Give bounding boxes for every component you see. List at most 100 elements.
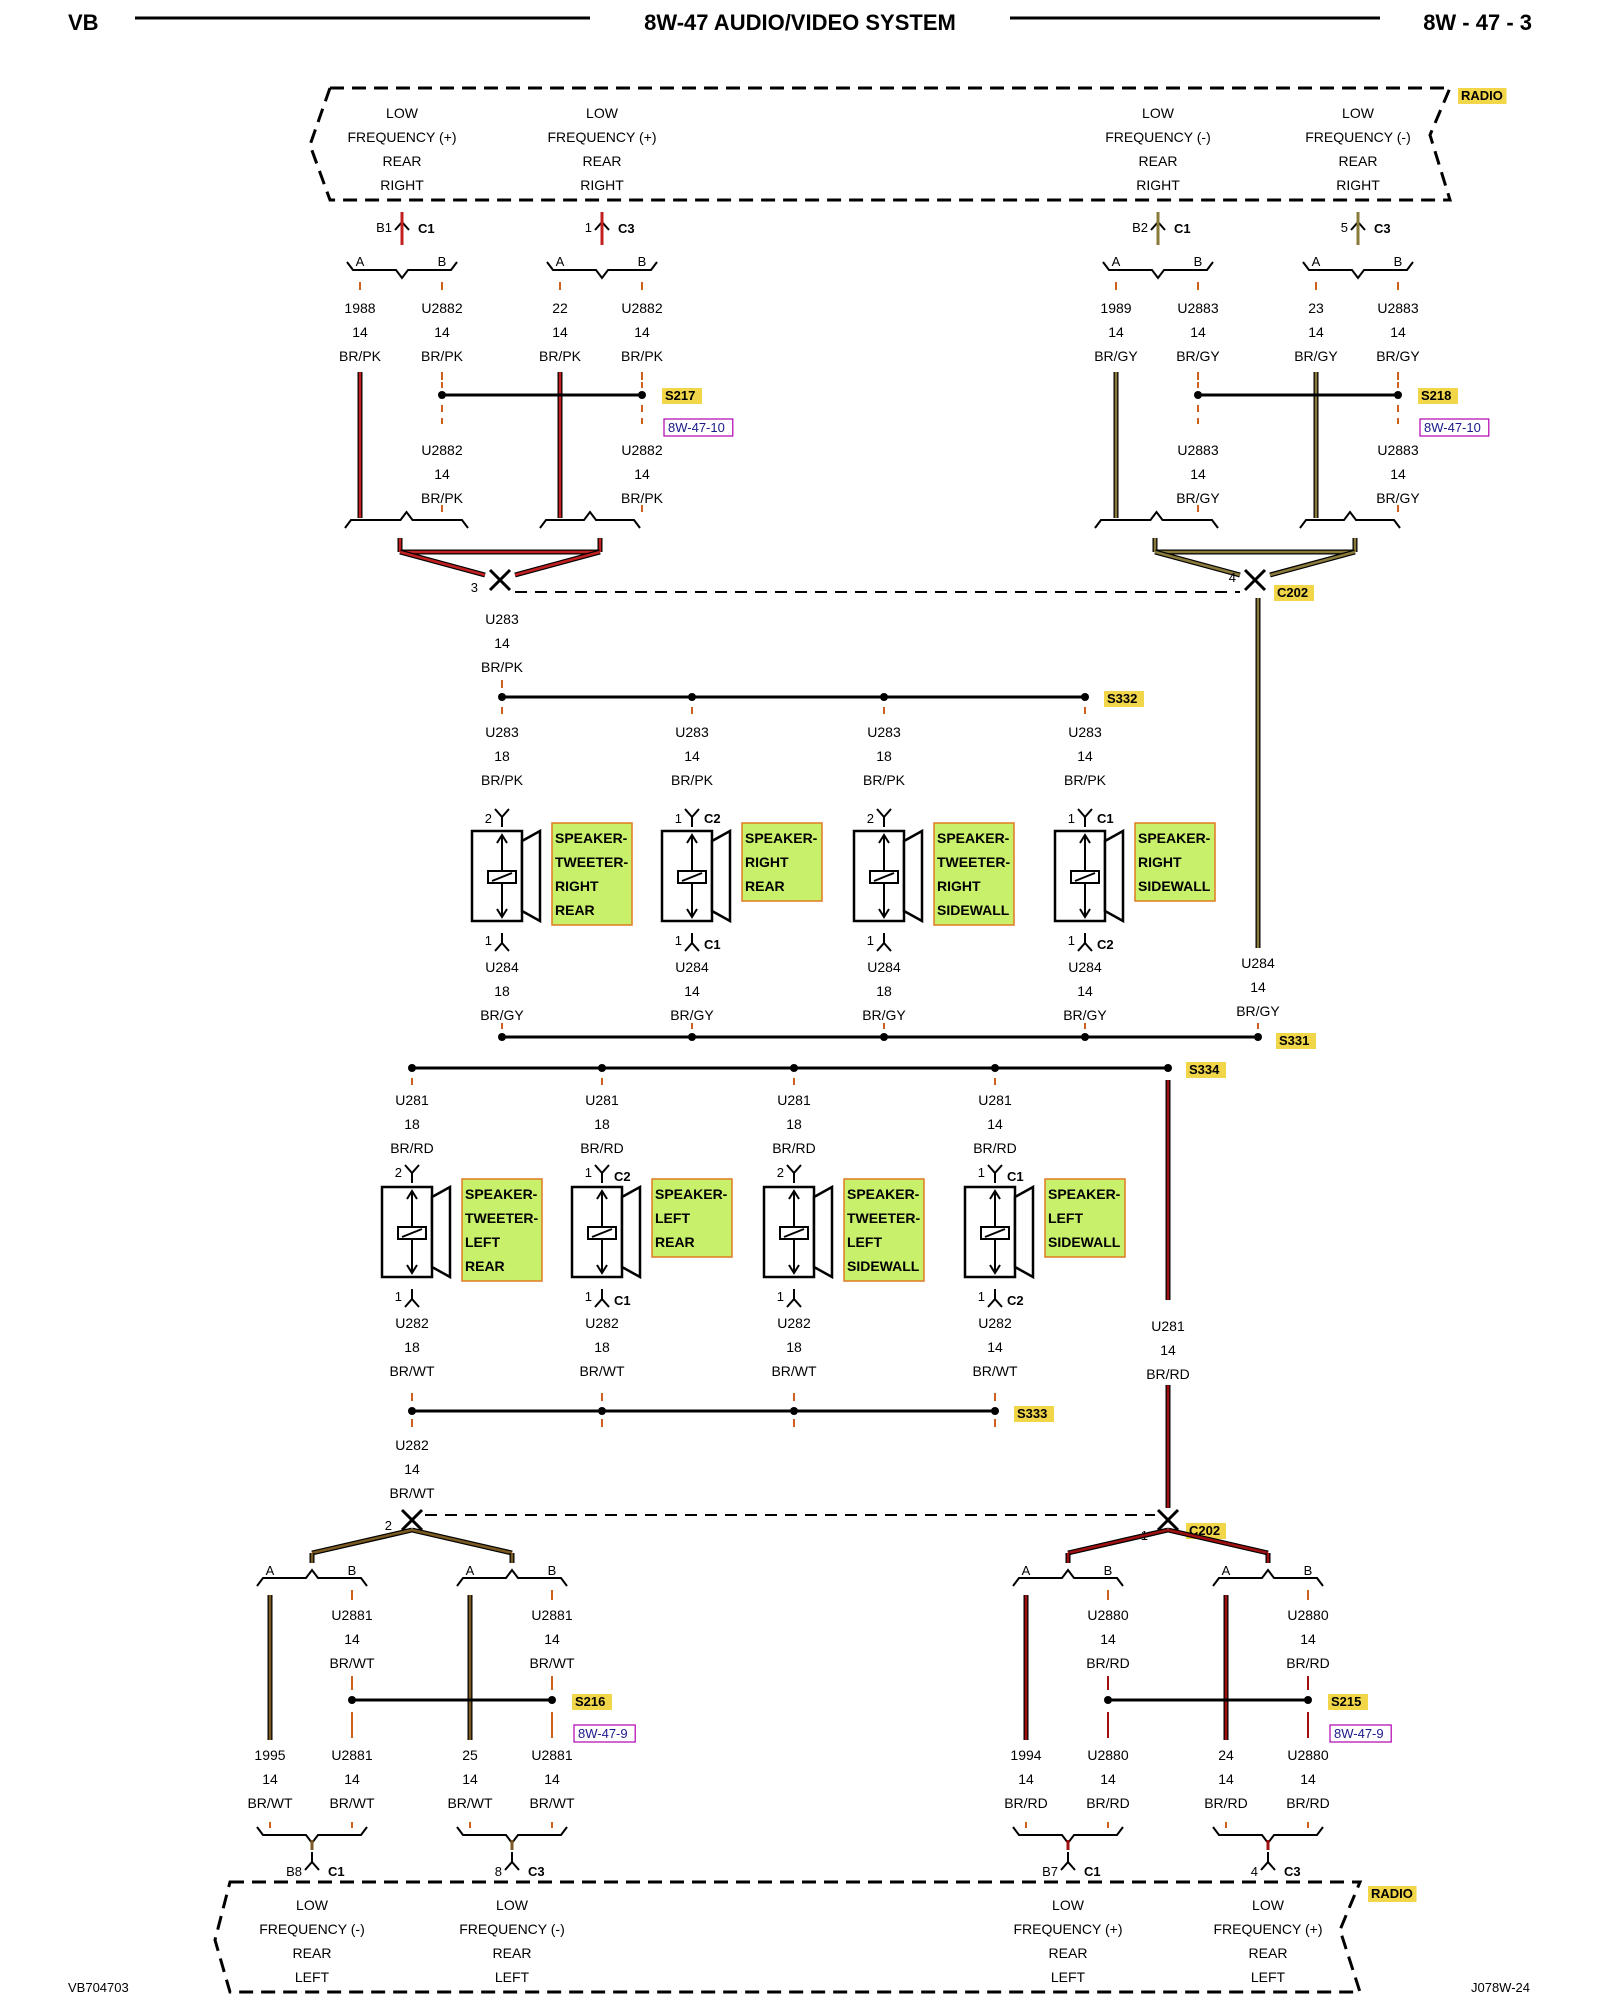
speaker-left-top-connector-r xyxy=(793,1164,802,1174)
radio-top-brace xyxy=(1102,261,1214,280)
radio-top-wire-color: BR/GY xyxy=(1294,348,1338,364)
speaker-left-label-box xyxy=(461,1178,543,1282)
speaker-right-label: REAR xyxy=(745,878,785,894)
speaker-right-out-wire-gauge: 18 xyxy=(494,983,510,999)
c202-bottom-pin-left: 2 xyxy=(385,1518,392,1533)
splice-ref: 8W-47-9 xyxy=(578,1726,628,1741)
branch-label: A xyxy=(1112,254,1121,269)
speaker-left-top-connector-l xyxy=(404,1164,413,1174)
radio-bottom-wire-b-upper-circuit: U2881 xyxy=(531,1607,572,1623)
speaker-left-in-wire-circuit: U281 xyxy=(395,1092,429,1108)
speaker-left-bottom-connector-l xyxy=(786,1298,795,1308)
radio-bottom-wire-a-gauge: 14 xyxy=(262,1771,278,1787)
speaker-left-pin-bot: 1 xyxy=(777,1289,784,1304)
splice-dot xyxy=(438,391,446,399)
speaker-left-in-wire-color: BR/RD xyxy=(580,1140,624,1156)
splice-out-wire-gauge: 14 xyxy=(634,466,650,482)
radio-top-wire-gauge: 14 xyxy=(352,324,368,340)
splice-s334-tag: S334 xyxy=(1189,1062,1220,1077)
speaker-left-out-wire-color: BR/WT xyxy=(972,1363,1018,1379)
splice-out-wire-circuit: U2882 xyxy=(621,442,662,458)
speaker-left-in-wire-circuit: U281 xyxy=(978,1092,1012,1108)
speaker-right-arrow-down xyxy=(878,908,890,919)
speaker-right-pin-top: 2 xyxy=(485,811,492,826)
speaker-left-in-wire-color: BR/RD xyxy=(390,1140,434,1156)
splice-dot xyxy=(1304,1696,1312,1704)
speaker-right-bottom-connector-l xyxy=(494,942,503,952)
speaker-right-out-wire-color: BR/GY xyxy=(480,1007,524,1023)
splice-tag-bg xyxy=(1418,388,1458,404)
speaker-right-in-wire-circuit: U283 xyxy=(1068,724,1102,740)
splice-s333-tag-bg xyxy=(1014,1406,1054,1422)
speaker-right-out-wire-circuit: U284 xyxy=(675,959,709,975)
speaker-left-coil-slash xyxy=(591,1228,613,1238)
speaker-right-in-wire-color: BR/PK xyxy=(863,772,906,788)
radio-bottom-pin-label: LEFT xyxy=(1051,1969,1086,1985)
branch-label: B xyxy=(1104,1563,1113,1578)
footer-right: J078W-24 xyxy=(1471,1980,1530,1995)
speaker-left-label: SPEAKER- xyxy=(847,1186,920,1202)
radio-bottom-wire-b-upper-circuit: U2881 xyxy=(331,1607,372,1623)
speaker-right-label: SPEAKER- xyxy=(937,830,1010,846)
speaker-right-top-connector-l xyxy=(1077,808,1086,818)
speaker-right-in-wire-circuit: U283 xyxy=(867,724,901,740)
branch-label: B xyxy=(1304,1563,1313,1578)
splice-dot xyxy=(688,1033,696,1041)
splice-dot xyxy=(348,1696,356,1704)
splice-ref-box xyxy=(663,418,734,437)
speaker-right-top-connector-r xyxy=(883,808,892,818)
harness-brace xyxy=(344,510,469,529)
harness-wt xyxy=(411,1528,513,1555)
radio-bottom-wire-a-color: BR/RD xyxy=(1004,1795,1048,1811)
splice-dot xyxy=(598,1407,606,1415)
radio-top-conn: C3 xyxy=(618,221,635,236)
radio-bottom-brace xyxy=(456,1568,568,1587)
branch-label: A xyxy=(266,1563,275,1578)
return-gy-wire-circuit: U284 xyxy=(1241,955,1275,971)
speaker-right-pin-bot: 1 xyxy=(675,933,682,948)
splice-out-wire-circuit: U2883 xyxy=(1377,442,1418,458)
footer-left: VB704703 xyxy=(68,1980,129,1995)
radio-bottom-pin-label: LOW xyxy=(296,1897,329,1913)
speaker-right-label: SIDEWALL xyxy=(1138,878,1211,894)
speaker-left-cone xyxy=(620,1184,642,1280)
speaker-left-label: REAR xyxy=(655,1234,695,1250)
speaker-left-coil-slash xyxy=(401,1228,423,1238)
feed-rd-wire-gauge: 14 xyxy=(1160,1342,1176,1358)
harness-brace xyxy=(1094,510,1219,529)
speaker-right-in-wire-gauge: 14 xyxy=(684,748,700,764)
c202-top-pin-right: 4 xyxy=(1229,570,1236,585)
splice-dot xyxy=(548,1696,556,1704)
harness-rd xyxy=(1167,1528,1269,1555)
speaker-left-out-wire-gauge: 18 xyxy=(594,1339,610,1355)
radio-bottom-wire-b-upper-gauge: 14 xyxy=(1100,1631,1116,1647)
speaker-right-in-wire-color: BR/PK xyxy=(1064,772,1107,788)
feed-pk-wire-gauge: 14 xyxy=(494,635,510,651)
radio-bottom-pin-label: REAR xyxy=(1049,1945,1088,1961)
speaker-right-label-box xyxy=(741,822,823,902)
speaker-right-out-wire-circuit: U284 xyxy=(1068,959,1102,975)
splice-ref-box xyxy=(1329,1724,1392,1743)
branch-label: B xyxy=(438,254,447,269)
radio-top-pin-label: FREQUENCY (-) xyxy=(1105,129,1211,145)
speaker-right-out-wire-gauge: 14 xyxy=(684,983,700,999)
splice-tag: S216 xyxy=(575,1694,605,1709)
speaker-right-cone xyxy=(520,828,542,924)
speaker-right-arrow-down xyxy=(1079,908,1091,919)
speaker-right-label: SPEAKER- xyxy=(555,830,628,846)
speaker-right-pin-bot: 1 xyxy=(1068,933,1075,948)
radio-top-wire-circuit: 23 xyxy=(1308,300,1324,316)
speaker-right-label: RIGHT xyxy=(555,878,599,894)
speaker-left-out-wire-circuit: U282 xyxy=(978,1315,1012,1331)
radio-bottom-wire-a-color: BR/RD xyxy=(1204,1795,1248,1811)
speaker-left-top-connector-r xyxy=(601,1164,610,1174)
radio-top-wire-color: BR/GY xyxy=(1176,348,1220,364)
branch-label: A xyxy=(466,1563,475,1578)
radio-bottom-wire-a-gauge: 14 xyxy=(1018,1771,1034,1787)
radio-bottom-tag: RADIO xyxy=(1371,1886,1413,1901)
radio-top-pin-label: REAR xyxy=(583,153,622,169)
radio-bottom-brace xyxy=(256,1568,368,1587)
speaker-left-label-box xyxy=(1044,1178,1126,1258)
speaker-right-label: SIDEWALL xyxy=(937,902,1010,918)
speaker-left-label: SIDEWALL xyxy=(847,1258,920,1274)
